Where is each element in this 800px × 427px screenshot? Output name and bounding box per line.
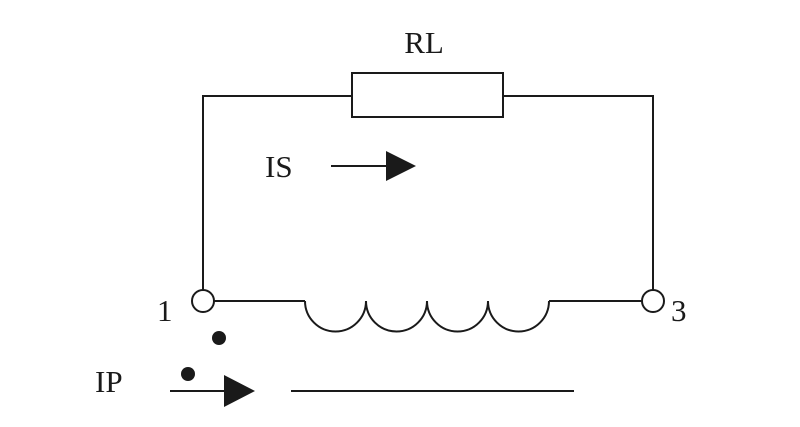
secondary-current-label: IS xyxy=(265,149,293,184)
resistor-rl xyxy=(351,72,504,118)
wire-left-top xyxy=(202,95,352,290)
terminal-3-label: 3 xyxy=(671,293,687,328)
primary-polarity-dot xyxy=(181,367,195,381)
primary-current-label: IP xyxy=(95,364,123,399)
secondary-winding-coil xyxy=(304,300,550,333)
resistor-label: RL xyxy=(404,25,444,60)
terminal-1 xyxy=(191,289,215,313)
secondary-current-arrowhead xyxy=(386,151,416,181)
terminal-1-label: 1 xyxy=(157,293,173,328)
secondary-polarity-dot xyxy=(212,331,226,345)
primary-current-arrowhead xyxy=(224,375,255,407)
terminal-3 xyxy=(641,289,665,313)
wire-right-top xyxy=(503,95,654,290)
